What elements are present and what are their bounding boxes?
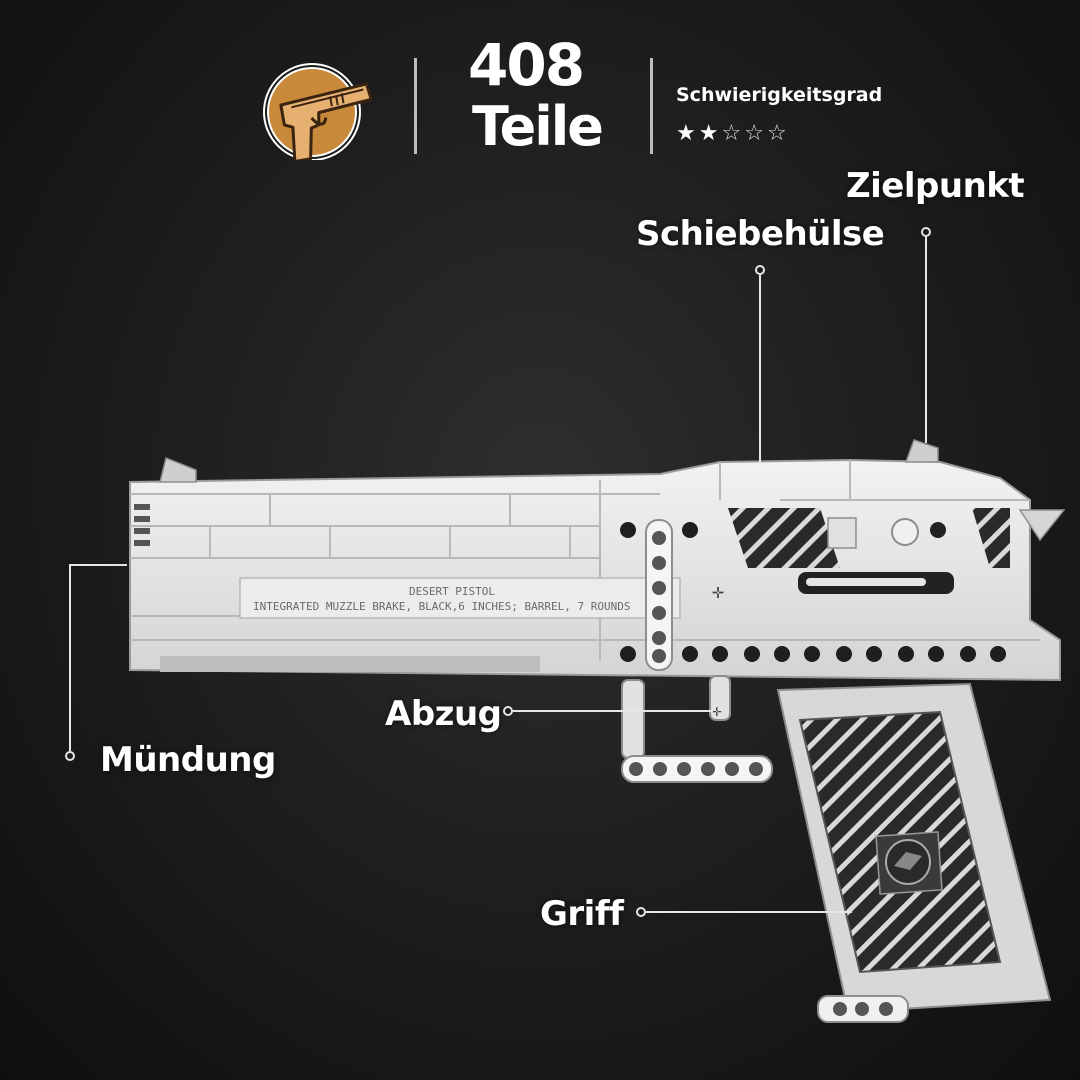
parts-count: 408 xyxy=(468,31,585,99)
callout-trigger-line xyxy=(513,710,713,712)
callout-sight-line xyxy=(925,237,927,443)
callout-trigger-dot xyxy=(503,706,513,716)
callout-slide-line xyxy=(759,275,761,463)
difficulty-label: Schwierigkeitsgrad xyxy=(676,84,883,106)
callout-sight-dot xyxy=(921,227,931,237)
star-filled-icon: ★ xyxy=(676,121,699,146)
header-divider xyxy=(414,58,417,154)
callout-muzzle-label: Mündung xyxy=(100,740,276,780)
callout-grip-line xyxy=(646,911,852,913)
callout-trigger-label: Abzug xyxy=(385,694,502,734)
svg-text:✛: ✛ xyxy=(712,701,722,720)
callout-slide-dot xyxy=(755,265,765,275)
header-divider xyxy=(650,58,653,154)
parts-unit: Teile xyxy=(472,95,604,158)
star-empty-icon: ☆ xyxy=(744,121,767,146)
star-filled-icon: ★ xyxy=(698,121,722,146)
callout-slide-label: Schiebehülse xyxy=(636,214,885,254)
pistol-badge-icon xyxy=(258,60,374,164)
star-empty-icon: ☆ xyxy=(721,121,745,146)
callout-muzzle-dot xyxy=(65,751,75,761)
model-text-line2: INTEGRATED MUZZLE BRAKE, BLACK,6 INCHES;… xyxy=(253,600,631,613)
callout-sight-label: Zielpunkt xyxy=(846,166,1025,206)
callout-muzzle-line xyxy=(69,564,127,566)
model-text-line1: DESERT PISTOL xyxy=(409,585,495,598)
star-empty-icon: ☆ xyxy=(766,121,790,146)
difficulty-stars: ★★☆☆☆ xyxy=(676,122,790,146)
callout-grip-label: Griff xyxy=(540,894,624,934)
svg-text:✛: ✛ xyxy=(712,579,724,603)
callout-grip-dot xyxy=(636,907,646,917)
callout-muzzle-line xyxy=(69,564,71,751)
